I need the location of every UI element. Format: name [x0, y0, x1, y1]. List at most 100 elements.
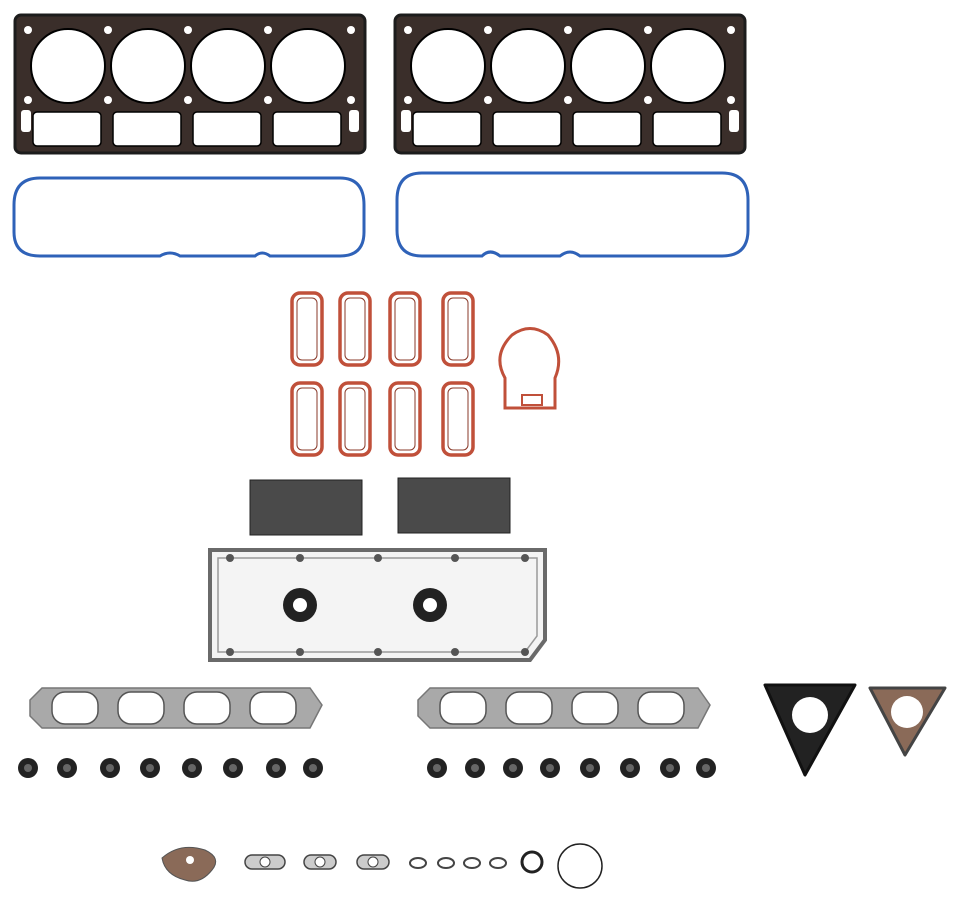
intake-port-seal-inner: [296, 387, 318, 451]
valve-stem-seal-center: [509, 764, 517, 772]
bolt-hole: [104, 96, 112, 104]
coolant-port: [492, 111, 562, 147]
exhaust-port: [505, 691, 553, 725]
valve-cover-gasket-right: [395, 171, 750, 258]
valve-stem-seal-center: [24, 764, 32, 772]
valve-stem-seal-center: [586, 764, 594, 772]
bolt-hole: [184, 96, 192, 104]
bolt-hole: [226, 648, 234, 656]
coolant-port: [192, 111, 262, 147]
intake-port-seal-inner: [447, 387, 469, 451]
exhaust-port: [117, 691, 165, 725]
bolt-hole: [24, 26, 32, 34]
intake-port-seal-inner: [447, 297, 469, 361]
valve-stem-seal-center: [309, 764, 317, 772]
coolant-port: [32, 111, 102, 147]
o-ring-large: [557, 843, 603, 889]
small-flange-hole: [259, 856, 271, 868]
valve-stem-seal-center: [146, 764, 154, 772]
insulator-pad-right: [397, 477, 511, 534]
bolt-hole: [451, 648, 459, 656]
cylinder-bore: [30, 28, 106, 104]
head-gasket-right: [393, 13, 747, 155]
exhaust-gasket-body: [29, 687, 323, 729]
bolt-hole: [296, 648, 304, 656]
valve-stem-seal-center: [471, 764, 479, 772]
valley-cover-outline: [208, 548, 547, 662]
exhaust-port: [439, 691, 487, 725]
bolt-hole: [727, 26, 735, 34]
intake-port-seal: [290, 291, 324, 367]
bolt-hole: [374, 648, 382, 656]
exhaust-port: [51, 691, 99, 725]
exhaust-port: [571, 691, 619, 725]
bolt-hole: [264, 96, 272, 104]
oil-slot: [21, 110, 31, 132]
coolant-port: [572, 111, 642, 147]
cylinder-bore: [270, 28, 346, 104]
valve-stem-seal-center: [272, 764, 280, 772]
bolt-hole: [564, 26, 572, 34]
bolt-hole: [484, 26, 492, 34]
small-o-ring: [409, 857, 427, 869]
intake-port-seal-inner: [394, 297, 416, 361]
valve-stem-seal-center: [106, 764, 114, 772]
bolt-hole: [521, 648, 529, 656]
cylinder-bore: [110, 28, 186, 104]
intake-port-seal: [441, 291, 475, 367]
bolt-hole: [404, 26, 412, 34]
valve-stem-seal-center: [229, 764, 237, 772]
small-flange-hole: [367, 856, 379, 868]
small-gasket-brown: [161, 846, 217, 882]
bolt-hole: [264, 26, 272, 34]
valley-cover-gasket: [208, 548, 547, 662]
bolt-hole: [564, 96, 572, 104]
coolant-port: [112, 111, 182, 147]
cylinder-bore: [570, 28, 646, 104]
valve-stem-seal-center: [63, 764, 71, 772]
intake-port-seal: [388, 291, 422, 367]
o-ring-medium: [520, 850, 544, 874]
small-gasket-hole: [186, 856, 194, 864]
bolt-hole: [727, 96, 735, 104]
bolt-hole: [521, 554, 529, 562]
throttle-body-tab: [521, 394, 543, 406]
egr-gasket-hole: [891, 696, 923, 728]
exhaust-gasket-right: [417, 687, 711, 729]
exhaust-port: [249, 691, 297, 725]
small-o-ring: [437, 857, 455, 869]
intake-port-seal: [388, 381, 422, 457]
throttle-body-gasket: [498, 327, 561, 410]
small-o-ring: [489, 857, 507, 869]
coolant-port: [652, 111, 722, 147]
bolt-hole: [347, 96, 355, 104]
intake-port-seal: [338, 381, 372, 457]
bolt-hole: [644, 96, 652, 104]
grommet-hole: [423, 598, 437, 612]
insulator-pad-left: [249, 479, 363, 536]
valve-stem-seal-center: [626, 764, 634, 772]
cylinder-bore: [490, 28, 566, 104]
exhaust-gasket-left: [29, 687, 323, 729]
cylinder-bore: [410, 28, 486, 104]
bolt-hole: [404, 96, 412, 104]
valve-cover-gasket-left: [12, 176, 366, 258]
valve-stem-seal-center: [433, 764, 441, 772]
intake-port-seal: [338, 291, 372, 367]
coolant-port: [412, 111, 482, 147]
valley-cover-inner: [217, 557, 538, 653]
intake-port-seal: [290, 381, 324, 457]
bolt-hole: [484, 96, 492, 104]
intake-port-seal-inner: [344, 387, 366, 451]
bolt-hole: [644, 26, 652, 34]
bolt-hole: [347, 26, 355, 34]
egr-gasket-hole: [792, 697, 828, 733]
bolt-hole: [104, 26, 112, 34]
small-flange-hole: [314, 856, 326, 868]
bolt-hole: [296, 554, 304, 562]
coolant-port: [272, 111, 342, 147]
cylinder-bore: [650, 28, 726, 104]
oil-slot: [729, 110, 739, 132]
intake-port-seal: [441, 381, 475, 457]
bolt-hole: [451, 554, 459, 562]
